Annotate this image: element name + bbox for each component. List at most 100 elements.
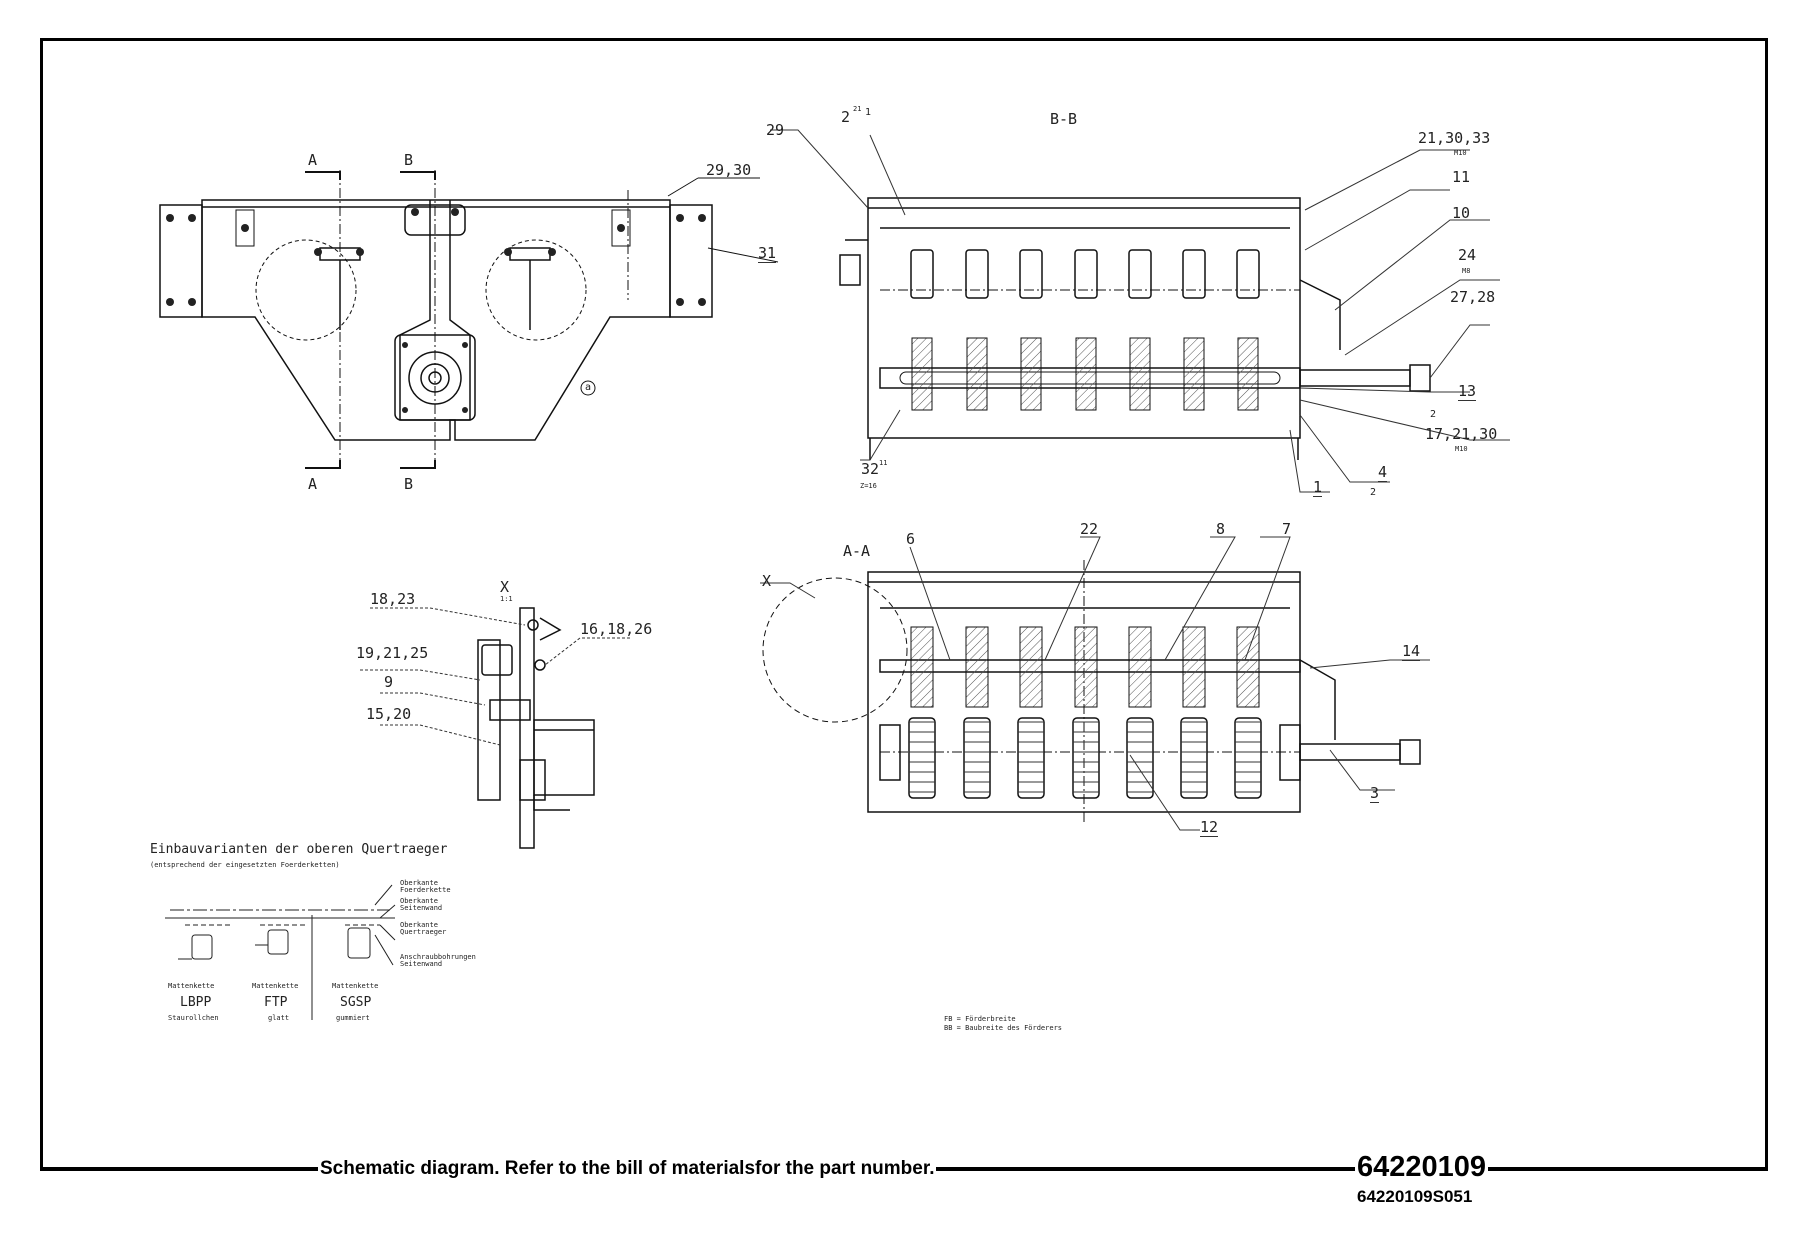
callout-31: 31 <box>758 244 777 263</box>
aa-rollers <box>908 626 1262 799</box>
callout-bb-2: 2 <box>841 108 851 126</box>
bb-roller <box>1236 249 1260 299</box>
detail-x-title: X <box>500 578 510 596</box>
section-bb <box>839 197 1431 460</box>
bb-callout-lines <box>770 129 1510 493</box>
aa-roller <box>910 626 934 708</box>
callout-x-15-20: 15,20 <box>366 705 412 723</box>
callout-aa-7: 7 <box>1282 520 1292 538</box>
detail-sidewall <box>519 607 535 849</box>
detail-beam <box>533 719 595 796</box>
callout-bb-13: 13 <box>1458 382 1477 401</box>
callout-bb-21-30-33-sub: M10 <box>1454 149 1467 157</box>
variants-legend-3: Oberkante Quertraeger <box>400 921 447 936</box>
callout-x-9: 9 <box>384 673 394 691</box>
bb-sprocket <box>966 337 988 411</box>
aa-shaft-ext <box>1299 743 1401 761</box>
callout-aa-14: 14 <box>1402 642 1421 661</box>
variant-2-note: glatt <box>268 1014 290 1022</box>
bb-roller <box>1074 249 1098 299</box>
callout-aa-6: 6 <box>906 530 916 548</box>
right-flange <box>669 204 713 318</box>
tab-right <box>611 209 631 247</box>
aa-sprocket <box>1234 717 1262 799</box>
callout-bb-24-sub: M8 <box>1462 267 1471 275</box>
section-mark-b-bottom: B <box>404 475 414 493</box>
bb-sprocket <box>1129 337 1151 411</box>
callout-bb-10: 10 <box>1452 204 1471 222</box>
bb-rollers <box>910 249 1260 411</box>
bb-roller <box>1182 249 1206 299</box>
variants-legend-4: Anschraubbohrungen Seitenwand <box>400 953 476 968</box>
detail-x-scale: 1:1 <box>500 595 513 603</box>
callout-bb-4: 4 <box>1378 463 1388 482</box>
aa-roller <box>1128 626 1152 708</box>
aa-sprocket <box>963 717 991 799</box>
aa-roller <box>1236 626 1260 708</box>
top-view-bolts <box>166 208 706 413</box>
aa-roller <box>1182 626 1206 708</box>
bb-roller <box>1128 249 1152 299</box>
variants-subheading: (entsprechend der eingesetzten Foerderke… <box>150 861 340 869</box>
callout-bb-2-circ: 1 <box>865 107 872 118</box>
tab-left <box>235 209 255 247</box>
callout-aa-22: 22 <box>1080 520 1099 538</box>
section-mark-a-bottom: A <box>308 475 318 493</box>
arm-head <box>404 204 466 236</box>
section-mark-a-top: A <box>308 151 318 169</box>
variant-3-code: SGSP <box>340 995 372 1010</box>
drawing-border <box>40 38 1768 1170</box>
variant-1-note: Staurollchen <box>168 1014 219 1022</box>
aa-sprocket <box>1072 717 1100 799</box>
footer-caption: Schematic diagram. Refer to the bill of … <box>318 1158 937 1180</box>
callout-aa-12: 12 <box>1200 818 1219 837</box>
variants-legend-1: Oberkante Foerderkette <box>400 879 451 894</box>
callout-bb-1: 1 <box>1313 478 1323 497</box>
drawing-number: 64220109S051 <box>1357 1187 1473 1207</box>
callout-bb-32-sub: Z=16 <box>860 482 877 490</box>
bb-roller <box>910 249 934 299</box>
callout-bb-17-sub: M10 <box>1455 445 1468 453</box>
wheel-left <box>255 239 357 341</box>
bb-roller <box>1019 249 1043 299</box>
top-view <box>159 170 779 470</box>
note-fb: FB = Förderbreite <box>944 1015 1016 1023</box>
variants-heading: Einbauvarianten der oberen Quertraeger <box>150 842 448 857</box>
detail-x-view <box>477 607 595 849</box>
left-flange <box>159 204 203 318</box>
callout-bb-2b: 2 <box>1430 409 1437 420</box>
callout-bb-27-28: 27,28 <box>1450 288 1496 306</box>
callout-x-16-18-26: 16,18,26 <box>580 620 653 638</box>
detail-x-mark: X <box>762 572 772 590</box>
note-bb: BB = Baubreite des Förderers <box>944 1024 1063 1032</box>
wheel-right <box>485 239 587 341</box>
bb-sprocket <box>911 337 933 411</box>
aa-sprocket <box>1017 717 1045 799</box>
bb-sprocket <box>1237 337 1259 411</box>
aa-roller <box>1019 626 1043 708</box>
detail-x-circle <box>762 577 908 723</box>
variant-1-type: Mattenkette <box>168 982 215 990</box>
variant-1-code: LBPP <box>180 995 212 1010</box>
callout-bb-32: 32 <box>861 460 880 478</box>
callout-bb-29: 29 <box>766 121 785 139</box>
section-aa-title: A-A <box>843 542 871 560</box>
callout-bb-2-sup: 21 <box>853 105 862 113</box>
callout-x-18-23: 18,23 <box>370 590 416 608</box>
variant-3-type: Mattenkette <box>332 982 379 990</box>
note-a: a <box>585 382 592 393</box>
callout-bb-2c: 2 <box>1370 487 1377 498</box>
bb-roller <box>965 249 989 299</box>
aa-sprocket <box>908 717 936 799</box>
callout-bb-24: 24 <box>1458 246 1477 264</box>
clamp-right <box>509 247 551 261</box>
aa-sprocket <box>1180 717 1208 799</box>
variant-3-note: gummiert <box>336 1014 370 1022</box>
callout-aa-8: 8 <box>1216 520 1226 538</box>
aa-roller <box>1074 626 1098 708</box>
variants-diagram <box>165 884 396 1020</box>
bb-sprocket <box>1183 337 1205 411</box>
bb-frame <box>867 197 1301 439</box>
variants-legend-2: Oberkante Seitenwand <box>400 897 443 912</box>
